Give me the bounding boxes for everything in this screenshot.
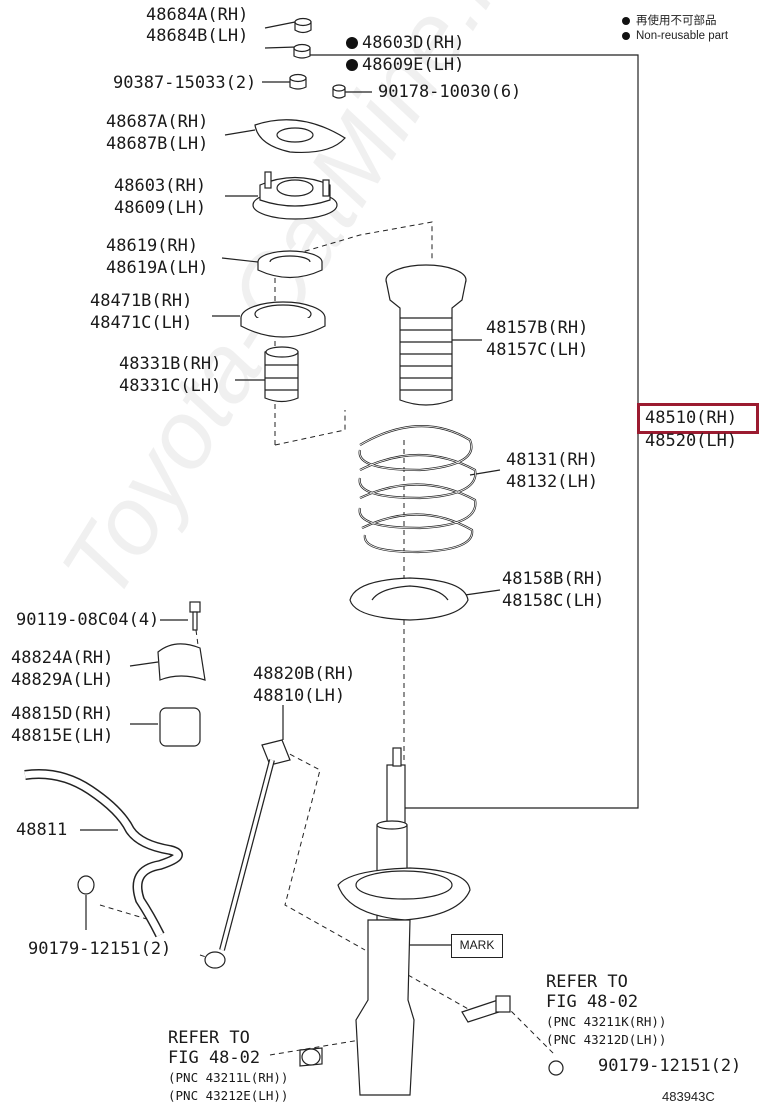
refer-to-pnc: (PNC 43212D(LH)) bbox=[546, 1032, 667, 1047]
part-label[interactable]: 90179-12151(2) bbox=[28, 939, 172, 959]
refer-to-fig-link[interactable]: FIG 48-02 bbox=[168, 1048, 261, 1068]
part-label[interactable]: 48820B(RH) bbox=[253, 664, 356, 684]
part-label[interactable]: 48619A(LH) bbox=[106, 258, 209, 278]
refer-to-fig-link[interactable]: FIG 48-02 bbox=[546, 992, 639, 1012]
part-label[interactable]: 48609(LH) bbox=[114, 198, 207, 218]
part-label[interactable]: 48603D(RH) bbox=[362, 33, 465, 53]
part-label[interactable]: 48687B(LH) bbox=[106, 134, 209, 154]
refer-to-pnc: (PNC 43212E(LH)) bbox=[168, 1088, 289, 1103]
part-label[interactable]: 48471B(RH) bbox=[90, 291, 193, 311]
part-label[interactable]: 90387-15033(2) bbox=[113, 73, 257, 93]
refer-to-label: REFER TO bbox=[546, 972, 628, 992]
part-label[interactable]: 48829A(LH) bbox=[11, 670, 114, 690]
part-label[interactable]: 90179-12151(2) bbox=[598, 1056, 742, 1076]
assembly-bracket-line bbox=[305, 54, 639, 809]
figure-id: 483943C bbox=[662, 1089, 715, 1104]
part-label[interactable]: 90178-10030(6) bbox=[378, 82, 522, 102]
part-label[interactable]: 48158B(RH) bbox=[502, 569, 605, 589]
part-label[interactable]: 48331C(LH) bbox=[119, 376, 222, 396]
refer-to-pnc: (PNC 43211K(RH)) bbox=[546, 1014, 667, 1029]
part-label[interactable]: 48331B(RH) bbox=[119, 354, 222, 374]
non-reusable-dot-icon bbox=[346, 59, 358, 71]
refer-to-pnc: (PNC 43211L(RH)) bbox=[168, 1070, 289, 1085]
part-label[interactable]: 48815D(RH) bbox=[11, 704, 114, 724]
part-label[interactable]: 48684A(RH) bbox=[146, 5, 249, 25]
mark-label: MARK bbox=[451, 934, 503, 958]
part-label[interactable]: 48810(LH) bbox=[253, 686, 346, 706]
legend-non-reusable-jp: 再使用不可部品 bbox=[622, 12, 717, 28]
part-label[interactable]: 48815E(LH) bbox=[11, 726, 114, 746]
part-label[interactable]: 48132(LH) bbox=[506, 472, 599, 492]
filled-dot-icon bbox=[622, 16, 630, 25]
filled-dot-icon bbox=[622, 31, 630, 40]
part-label[interactable]: 48684B(LH) bbox=[146, 26, 249, 46]
part-label[interactable]: 48824A(RH) bbox=[11, 648, 114, 668]
part-label-selected[interactable]: 48510(RH) bbox=[645, 408, 738, 428]
selected-part-highlight bbox=[637, 403, 759, 434]
part-label[interactable]: 48157B(RH) bbox=[486, 318, 589, 338]
part-label[interactable]: 48609E(LH) bbox=[362, 55, 465, 75]
part-label[interactable]: 48619(RH) bbox=[106, 236, 199, 256]
part-label[interactable]: 48131(RH) bbox=[506, 450, 599, 470]
part-label[interactable]: 48811 bbox=[16, 820, 68, 840]
legend-non-reusable-en: Non-reusable part bbox=[622, 30, 728, 42]
part-label[interactable]: 90119-08C04(4) bbox=[16, 610, 160, 630]
part-label[interactable]: 48687A(RH) bbox=[106, 112, 209, 132]
refer-to-label: REFER TO bbox=[168, 1028, 250, 1048]
part-label[interactable]: 48158C(LH) bbox=[502, 591, 605, 611]
non-reusable-dot-icon bbox=[346, 37, 358, 49]
part-label[interactable]: 48471C(LH) bbox=[90, 313, 193, 333]
part-label[interactable]: 48603(RH) bbox=[114, 176, 207, 196]
part-label[interactable]: 48157C(LH) bbox=[486, 340, 589, 360]
part-label[interactable]: 48520(LH) bbox=[645, 431, 738, 451]
